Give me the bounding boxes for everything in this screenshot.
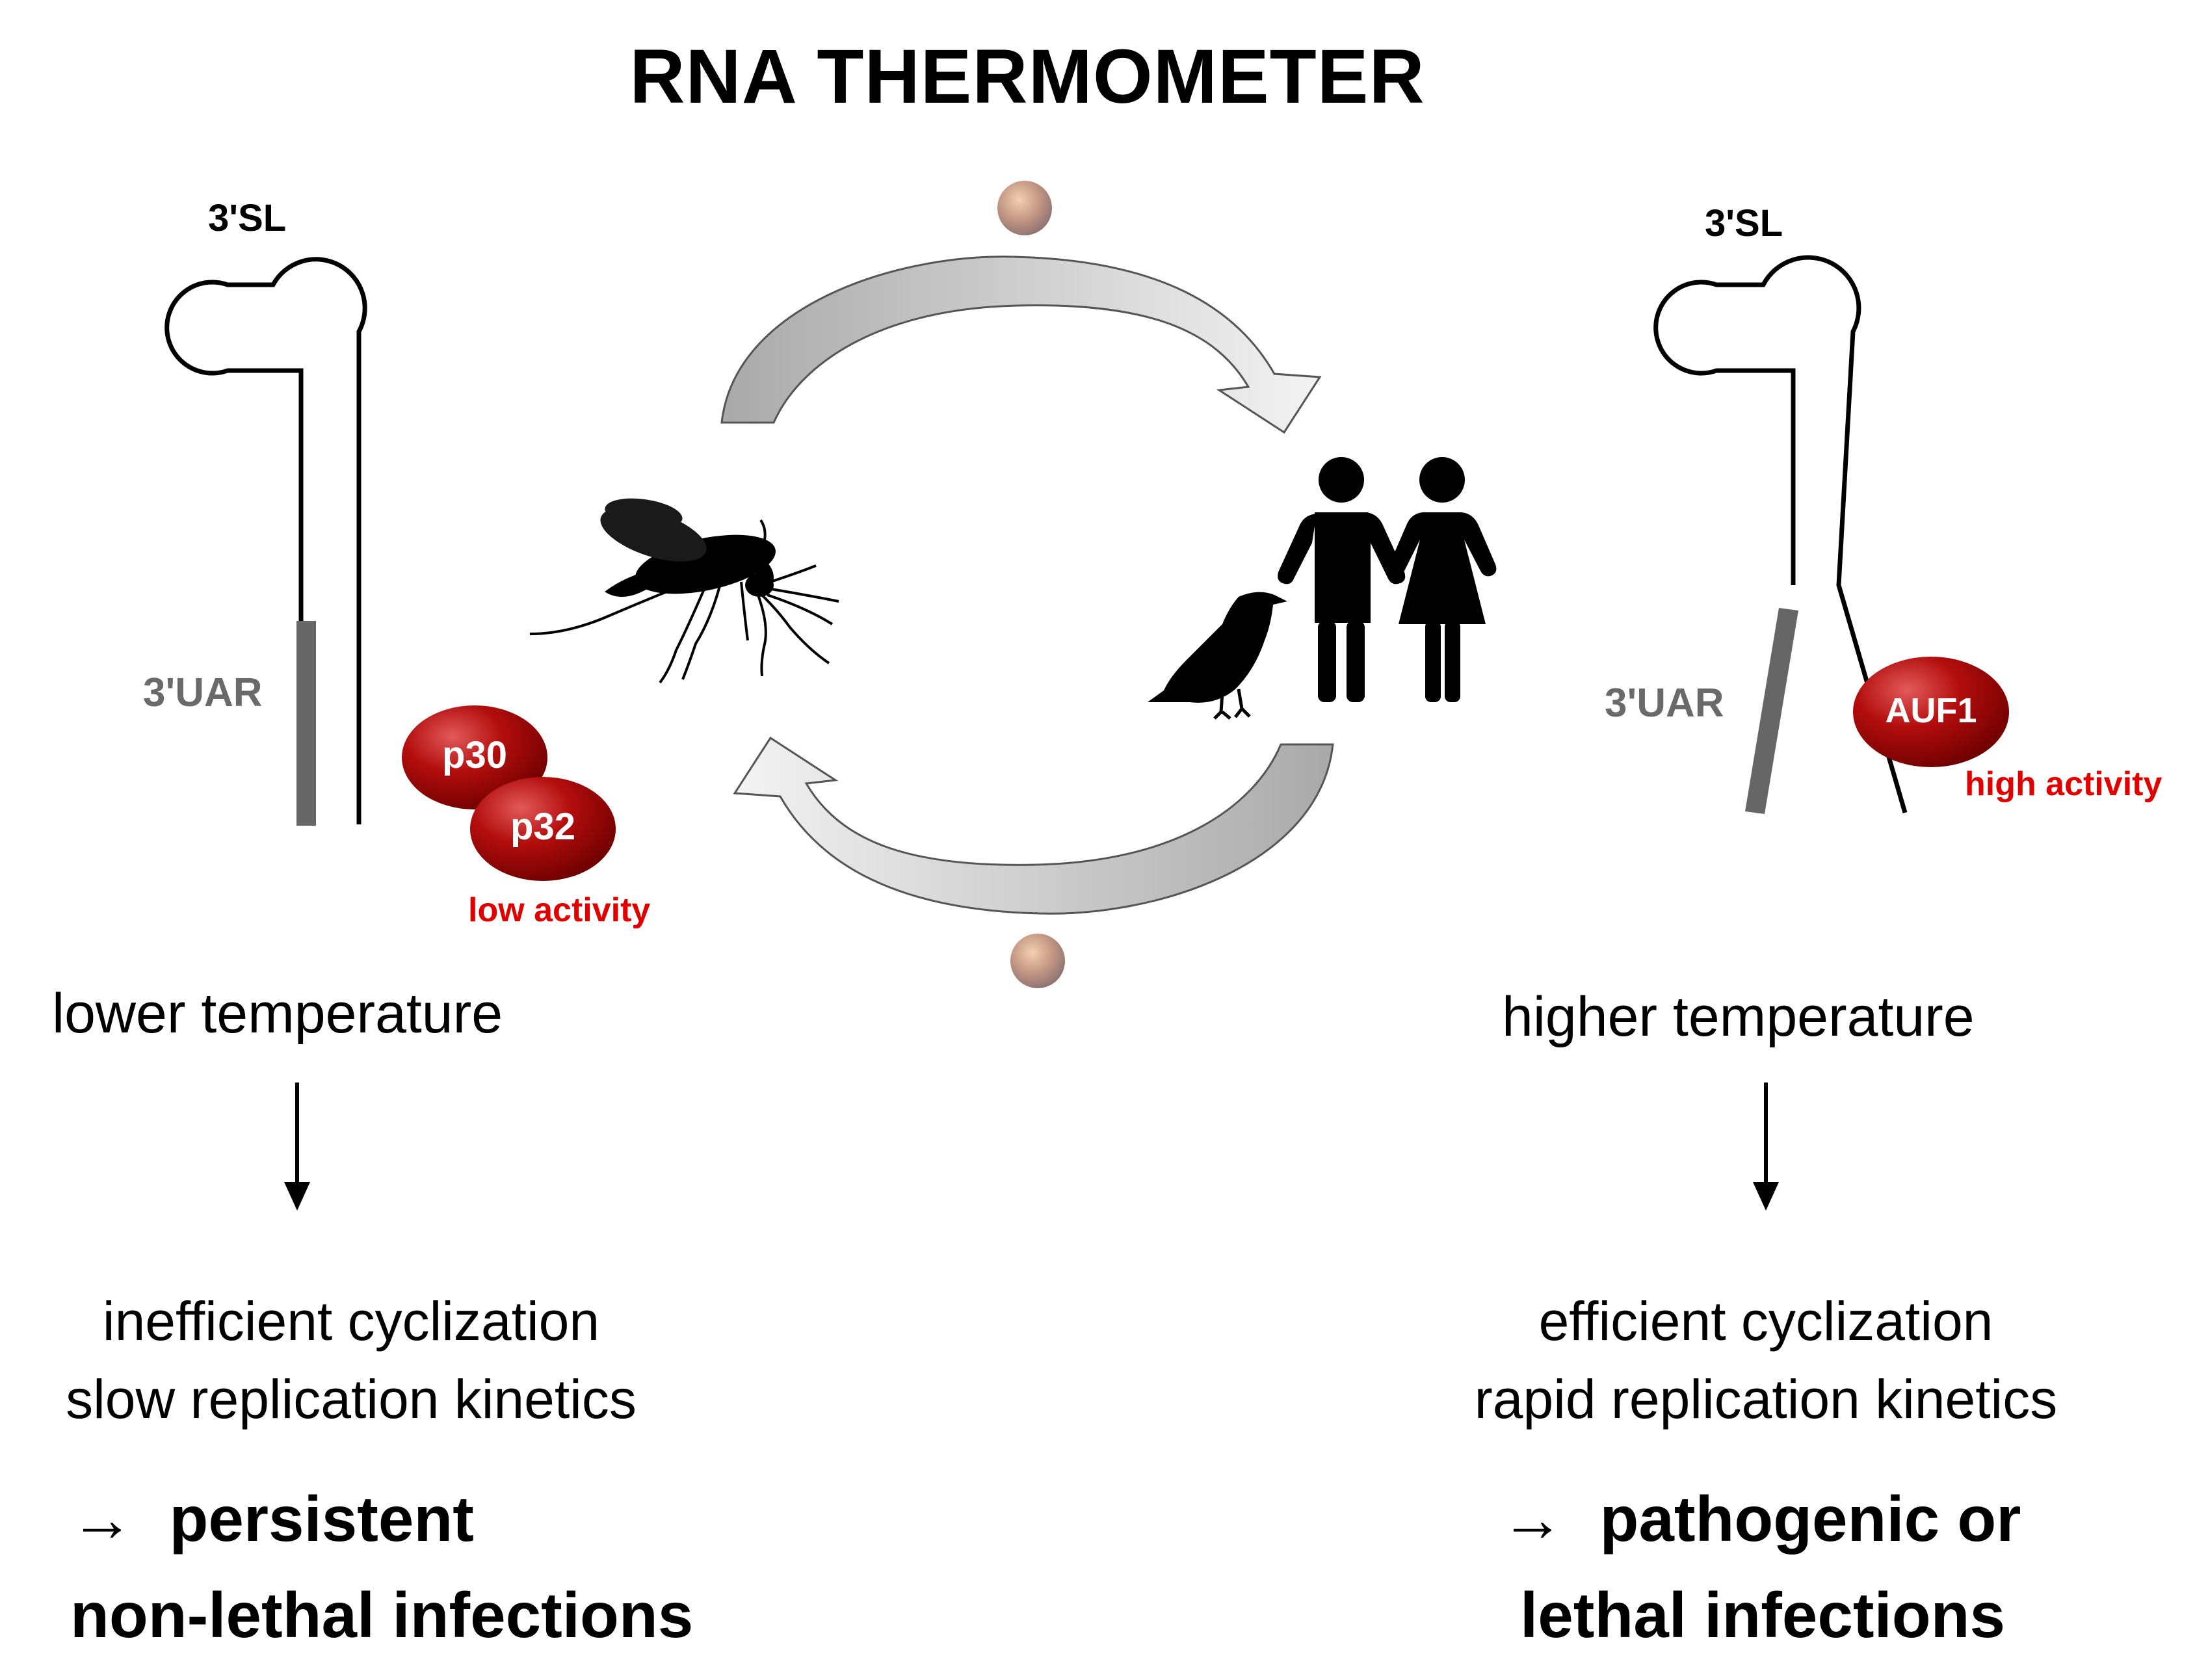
- left-effects: inefficient cyclization slow replication…: [0, 1282, 702, 1438]
- right-effect-cyclization: efficient cyclization: [1538, 1291, 1993, 1352]
- low-activity-label: low activity: [468, 891, 651, 929]
- right-outcome-line1: pathogenic or: [1599, 1483, 2021, 1555]
- boy-icon: [1278, 457, 1406, 702]
- left-effect-replication: slow replication kinetics: [66, 1369, 637, 1430]
- right-outcome-arrow: →: [1501, 1483, 1564, 1555]
- left-stem-label: 3'SL: [208, 197, 287, 239]
- protein-p30-label: p30: [442, 734, 507, 776]
- high-activity-label: high activity: [1965, 765, 2162, 803]
- left-outcome-line2: non-lethal infections: [70, 1579, 694, 1651]
- right-effects: efficient cyclization rapid replication …: [1415, 1282, 2117, 1438]
- left-uar-label: 3'UAR: [143, 670, 263, 715]
- left-outcome-line1: persistent: [169, 1483, 474, 1555]
- higher-temperature-label: higher temperature: [1502, 986, 1975, 1048]
- page-title: RNA THERMOMETER: [629, 34, 1425, 120]
- mosquito-icon: [529, 498, 839, 684]
- right-uar-bar: [1745, 608, 1798, 814]
- right-stem-loop: [1653, 255, 1908, 813]
- right-effect-replication: rapid replication kinetics: [1474, 1369, 2058, 1430]
- lower-temperature-label: lower temperature: [52, 982, 503, 1045]
- bird-icon: [1148, 592, 1287, 720]
- protein-auf1: [1853, 657, 2009, 767]
- protein-p32: [470, 777, 616, 881]
- left-effect-cyclization: inefficient cyclization: [102, 1291, 600, 1352]
- left-down-arrow: [284, 1083, 310, 1211]
- cycle-arrow-bottom: [733, 736, 1334, 915]
- left-stem-loop: [164, 257, 367, 824]
- right-down-arrow: [1753, 1083, 1779, 1211]
- right-outcome: → pathogenic or lethal infections: [1501, 1471, 2021, 1663]
- left-outcome: → persistent non-lethal infections: [70, 1471, 693, 1663]
- left-uar-bar: [296, 621, 316, 826]
- left-outcome-arrow: →: [70, 1483, 134, 1555]
- protein-p32-label: p32: [510, 806, 575, 848]
- right-uar-label: 3'UAR: [1605, 681, 1724, 726]
- cycle-arrow-top: [720, 256, 1322, 434]
- virus-particle-icon: [997, 181, 1052, 235]
- right-outcome-line2: lethal infections: [1520, 1579, 2006, 1651]
- right-stem-label: 3'SL: [1705, 202, 1783, 244]
- girl-icon: [1388, 457, 1497, 702]
- virus-particle-icon: [1010, 934, 1065, 988]
- protein-auf1-label: AUF1: [1885, 691, 1977, 730]
